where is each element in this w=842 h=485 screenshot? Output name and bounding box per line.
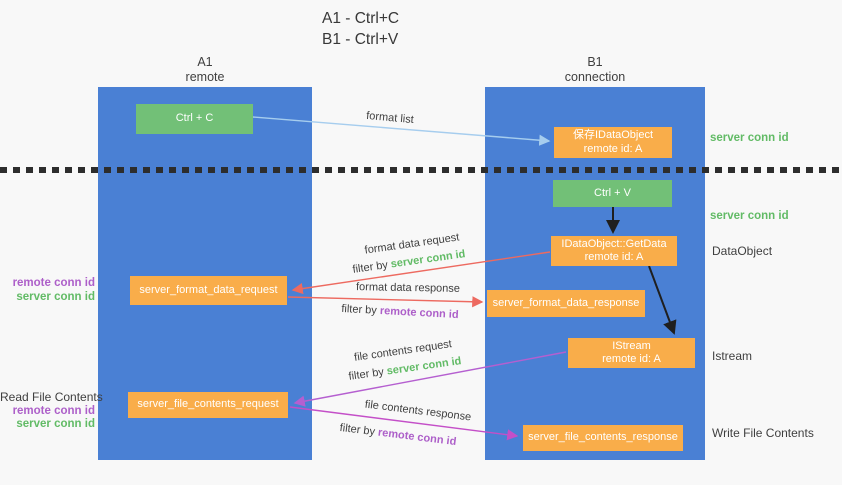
diagram-title: A1 - Ctrl+C B1 - Ctrl+V [322,8,399,50]
header-connection-id: B1 [587,55,603,69]
format-data-response-label: format data response [355,281,461,295]
server-conn-id-annotation-2: server conn id [710,210,789,222]
title-line-2: B1 - Ctrl+V [322,31,399,48]
server-format-data-response-box: server_format_data_response [487,290,645,317]
server-conn-id-annotation-3: server conn id [16,290,95,303]
ctrl-v-box: Ctrl + V [553,180,672,207]
istream-line1: IStream [612,339,651,352]
filter-by-text: filter by [339,421,379,439]
remote-conn-id-annotation-1: remote conn id [12,277,95,289]
dataobject-annotation: DataObject [712,244,773,258]
istream-line2: remote id: A [602,353,661,365]
istream-box: IStream remote id: A [568,338,695,368]
read-file-contents-annotation: Read File Contents [0,390,103,404]
ctrl-c-label: Ctrl + C [175,112,214,125]
remote-conn-id-text: remote conn id [379,304,459,322]
ctrl-c-box: Ctrl + C [136,104,253,134]
save-idataobject-box: 保存IDataObject remote id: A [554,127,672,158]
title-line-1: A1 - Ctrl+C [322,10,400,27]
server-format-data-response-label: server_format_data_response [492,296,640,309]
istream-annotation: Istream [712,349,753,363]
write-file-contents-annotation: Write File Contents [712,426,814,440]
header-remote: A1 remote [98,55,312,85]
filter-by-text: filter by [347,365,388,383]
server-conn-id-annotation-1: server conn id [710,132,789,144]
file-contents-response-filter-label: filter by remote conn id [339,422,457,448]
getdata-line1: IDataObject::GetData [561,237,667,250]
server-file-contents-response-box: server_file_contents_response [523,425,683,451]
server-format-data-request-box: server_format_data_request [130,276,287,305]
save-idataobject-line1: 保存IDataObject [572,129,654,141]
format-request-conn-ids: remote conn id server conn id [0,277,95,304]
header-connection-name: connection [564,70,626,84]
server-file-contents-request-box: server_file_contents_request [128,392,288,418]
header-remote-id: A1 [197,55,213,69]
header-remote-name: remote [185,70,225,84]
server-conn-id-text: server conn id [385,355,463,378]
filter-by-text: filter by [351,258,392,276]
file-contents-response-label: file contents response [364,398,472,424]
getdata-box: IDataObject::GetData remote id: A [551,236,677,266]
getdata-line2: remote id: A [584,251,644,263]
remote-conn-id-text: remote conn id [377,426,457,449]
filter-by-text: filter by [341,302,381,317]
file-request-conn-ids: Read File Contents remote conn id server… [0,390,103,432]
save-idataobject-line2: remote id: A [583,142,643,155]
format-data-response-arrow [287,296,484,308]
header-connection: B1 connection [485,55,705,85]
server-file-contents-response-label: server_file_contents_response [528,431,678,444]
format-data-response-filter-label: filter by remote conn id [341,303,459,321]
ctrl-v-label: Ctrl + V [594,186,631,199]
dotted-separator-line [0,167,842,173]
remote-conn-id-annotation-2: remote conn id [12,404,95,417]
server-file-contents-request-label: server_file_contents_request [137,398,279,411]
server-conn-id-annotation-4: server conn id [16,418,95,430]
format-list-label: format list [365,109,415,127]
server-format-data-request-label: server_format_data_request [139,283,278,296]
